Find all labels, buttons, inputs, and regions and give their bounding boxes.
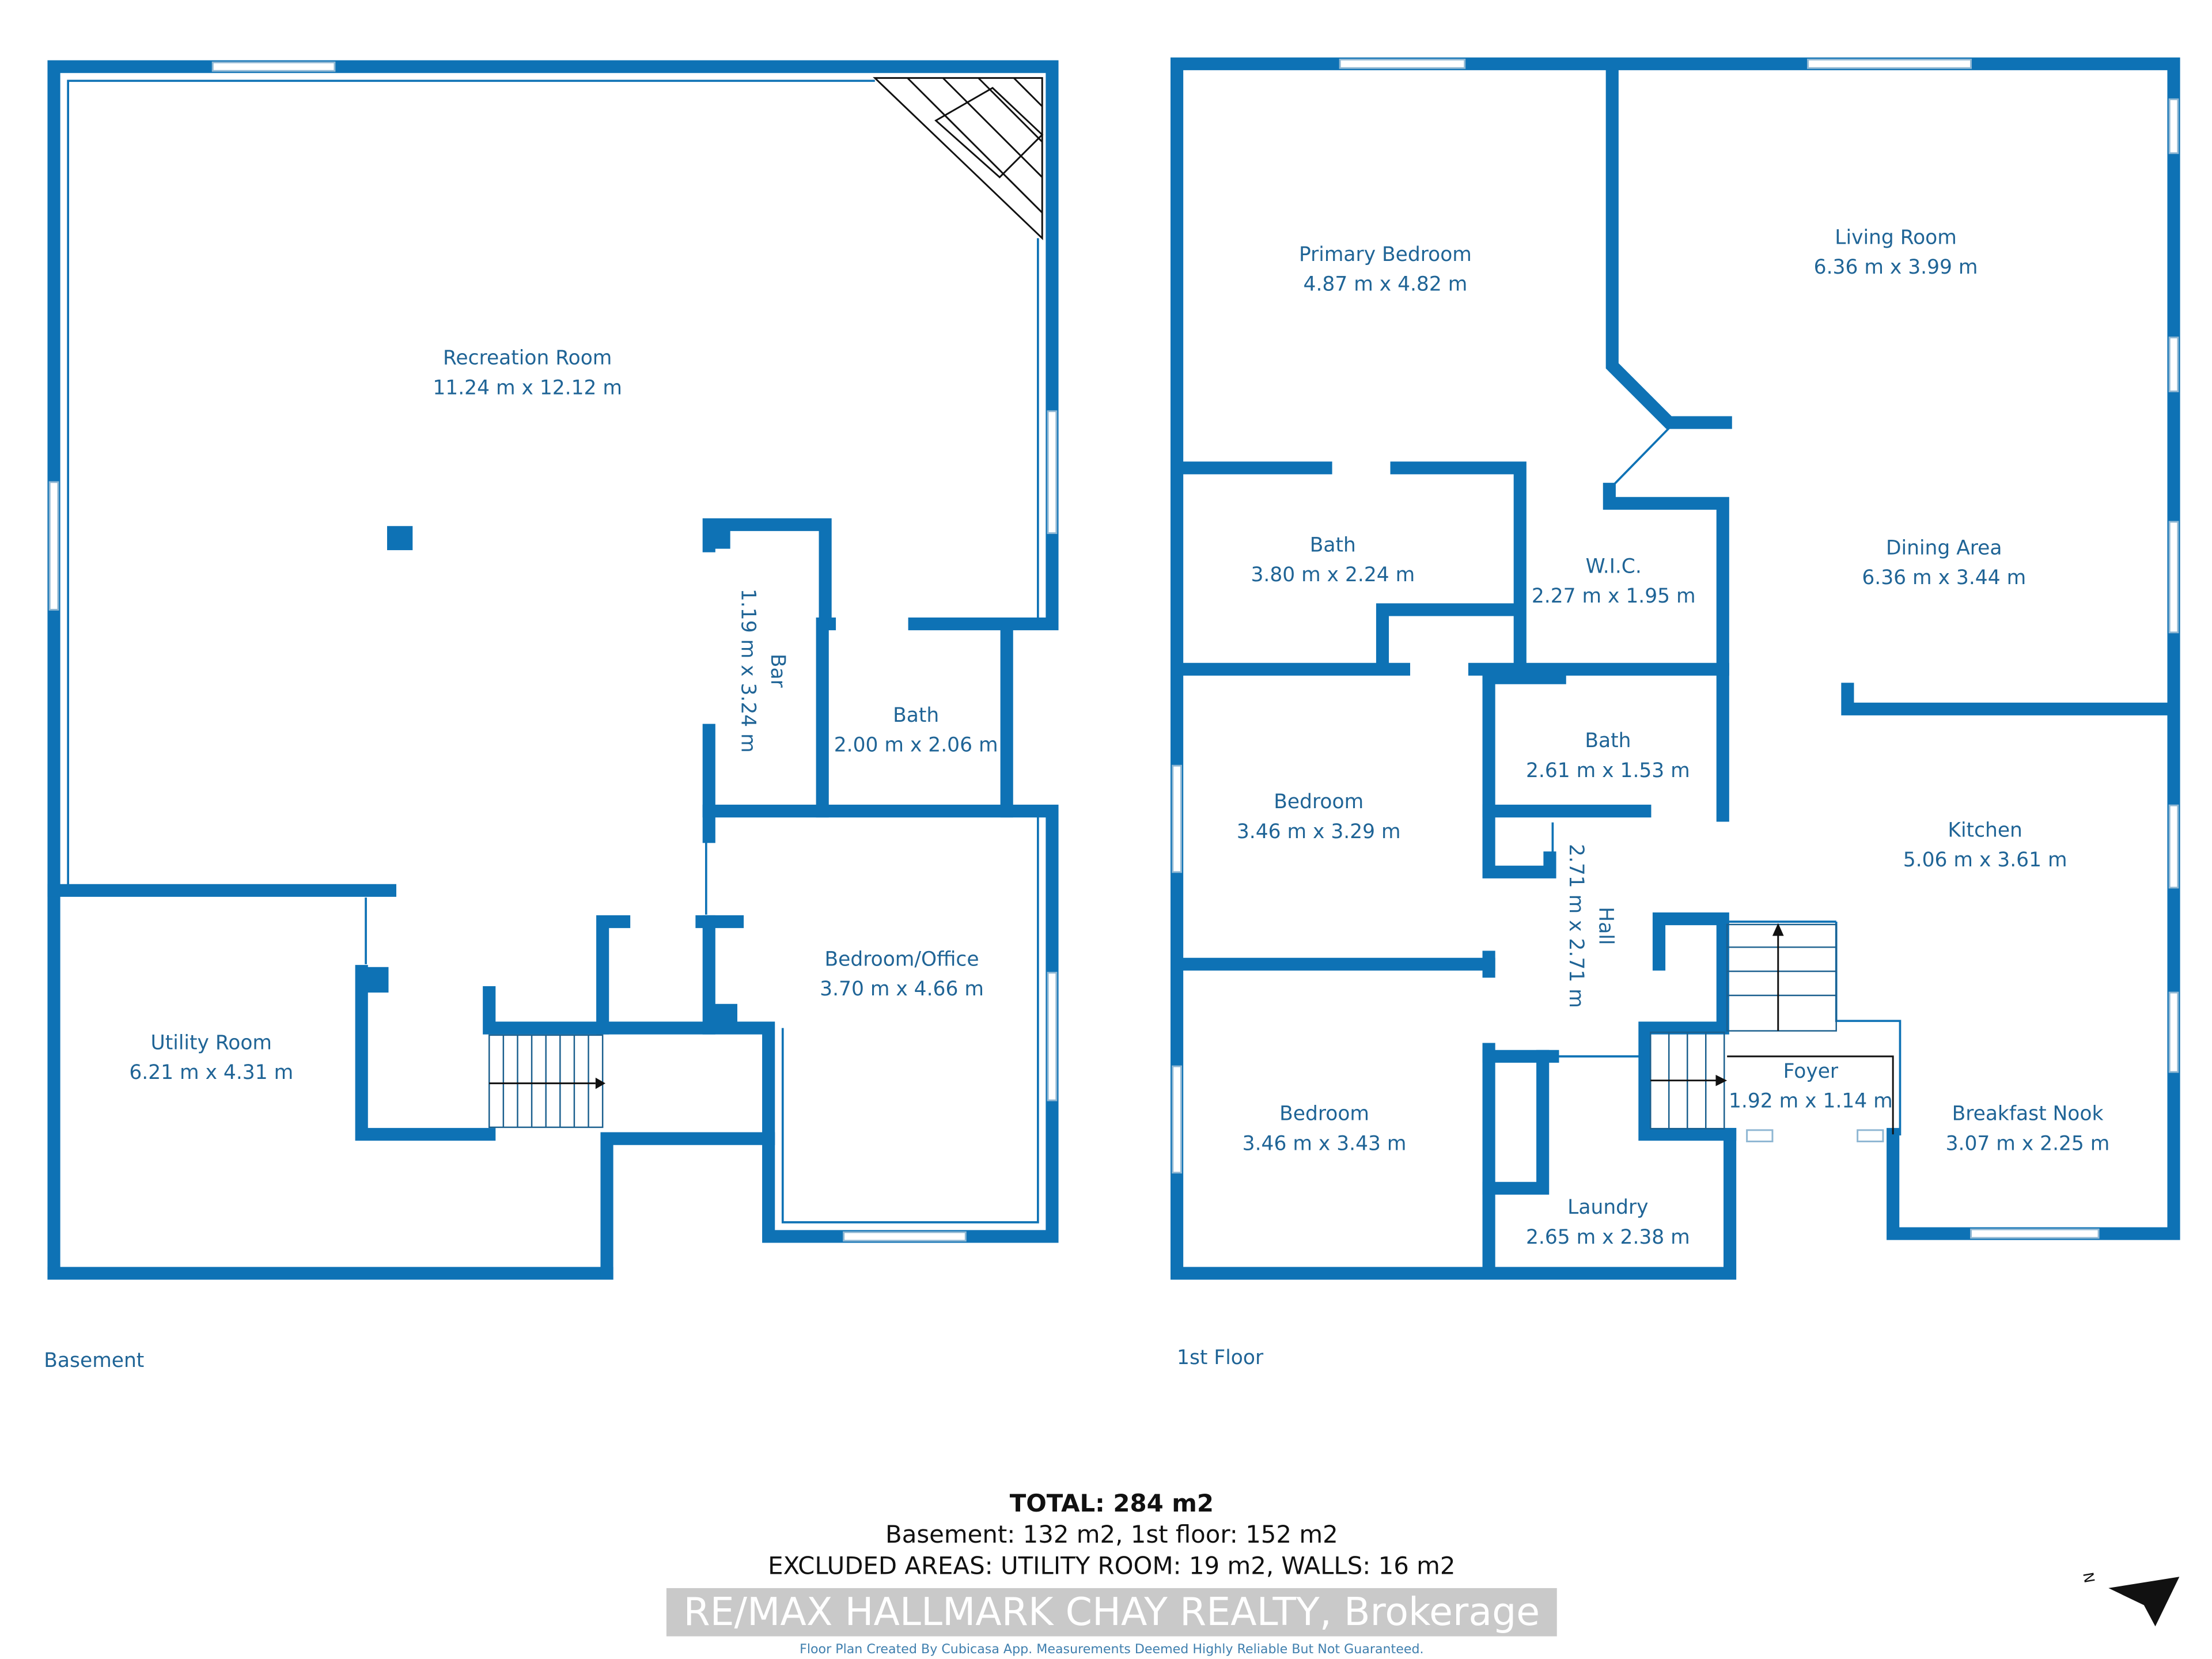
room-name: Laundry [1567, 1196, 1648, 1219]
room-dims: 2.00 m x 2.06 m [834, 734, 998, 757]
room-name: Bedroom [1279, 1103, 1369, 1126]
room-name: Utility Room [151, 1032, 272, 1055]
area-summary: TOTAL: 284 m2 Basement: 132 m2, 1st floo… [666, 1489, 1557, 1657]
basement-stairs [488, 1034, 606, 1128]
first-floor-room-labels: Primary Bedroom 4.87 m x 4.82 m Living R… [1237, 226, 2110, 1248]
basement-walls [47, 60, 1059, 1280]
room-dims: 3.07 m x 2.25 m [1946, 1132, 2110, 1155]
room-name: Bar [766, 654, 789, 688]
room-dims: 2.65 m x 2.38 m [1526, 1226, 1690, 1249]
room-name: Primary Bedroom [1299, 243, 1472, 266]
room-name: Bedroom/Office [825, 948, 979, 971]
room-dims: 6.36 m x 3.44 m [1862, 566, 2026, 589]
room-name: Dining Area [1886, 536, 2002, 559]
room-dims: 3.70 m x 4.66 m [820, 978, 984, 1001]
room-dims: 2.27 m x 1.95 m [1532, 585, 1696, 608]
excluded-areas: EXCLUDED AREAS: UTILITY ROOM: 19 m2, WAL… [768, 1551, 1455, 1580]
room-dims: 6.36 m x 3.99 m [1814, 256, 1978, 279]
room-name: W.I.C. [1586, 555, 1642, 578]
first-floor-walls [1171, 57, 2180, 1280]
room-name: Recreation Room [443, 347, 612, 370]
stair-arrow-icon [1715, 1074, 1728, 1086]
north-arrow-icon: N [2080, 1571, 2180, 1627]
room-name: Kitchen [1948, 819, 2022, 842]
first-floor-stairs [1650, 923, 1894, 1135]
room-dims: 2.71 m x 2.71 m [1565, 844, 1588, 1008]
floor-areas: Basement: 132 m2, 1st floor: 152 m2 [885, 1520, 1338, 1548]
room-name: Breakfast Nook [1952, 1103, 2104, 1126]
basement-plan: Recreation Room 11.24 m x 12.12 m Bar 1.… [44, 60, 1059, 1372]
watermark-band [666, 1588, 1557, 1637]
room-dims: 3.46 m x 3.29 m [1237, 820, 1401, 843]
basement-room-labels: Recreation Room 11.24 m x 12.12 m Bar 1.… [129, 347, 998, 1085]
room-dims: 4.87 m x 4.82 m [1304, 273, 1468, 296]
room-name: Bath [1310, 534, 1356, 557]
compass-label: N [2080, 1571, 2098, 1584]
room-dims: 1.92 m x 1.14 m [1729, 1089, 1893, 1112]
room-name: Bath [1585, 729, 1631, 752]
stair-arrow-icon [595, 1077, 606, 1089]
basement-windows [48, 61, 1058, 1242]
room-dims: 3.80 m x 2.24 m [1251, 563, 1415, 586]
stair-up-arrow-icon [1772, 923, 1784, 936]
room-name: Living Room [1835, 226, 1957, 249]
floor-label-1st-floor: 1st Floor [1177, 1346, 1264, 1369]
corner-stairs [873, 77, 1044, 240]
room-name: Hall [1594, 907, 1618, 945]
watermark: RE/MAX HALLMARK CHAY REALTY, Brokerage [684, 1589, 1540, 1634]
total-area: TOTAL: 284 m2 [1010, 1489, 1214, 1517]
room-dims: 5.06 m x 3.61 m [1903, 849, 2067, 872]
floor-label-basement: Basement [44, 1349, 144, 1372]
room-dims: 3.46 m x 3.43 m [1243, 1132, 1407, 1155]
disclaimer: Floor Plan Created By Cubicasa App. Meas… [800, 1642, 1423, 1657]
first-floor-windows [1172, 58, 2179, 1239]
room-dims: 11.24 m x 12.12 m [433, 376, 622, 399]
room-dims: 6.21 m x 4.31 m [129, 1061, 293, 1084]
first-floor-plan: Primary Bedroom 4.87 m x 4.82 m Living R… [1171, 57, 2180, 1369]
room-dims: 1.19 m x 3.24 m [736, 589, 759, 753]
room-dims: 2.61 m x 1.53 m [1526, 759, 1690, 782]
room-name: Bath [893, 704, 939, 727]
room-name: Foyer [1783, 1060, 1839, 1083]
room-name: Bedroom [1274, 790, 1363, 813]
